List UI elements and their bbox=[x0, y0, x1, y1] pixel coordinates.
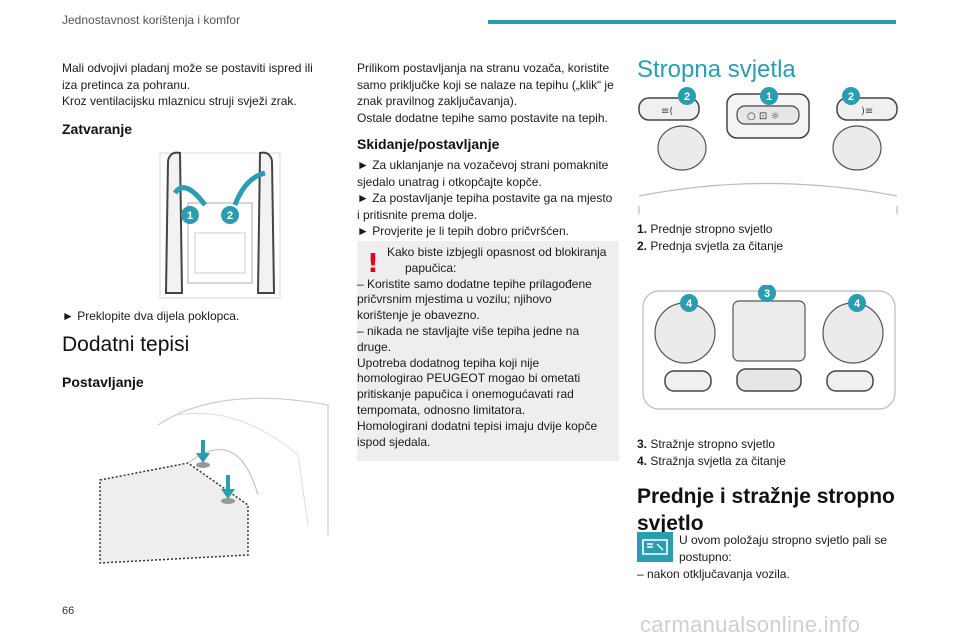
floor-mat-figure bbox=[98, 385, 334, 565]
col2-intro: Prilikom postavljanja na stranu vozača, … bbox=[357, 60, 627, 126]
callout-badge: 3 bbox=[758, 285, 776, 302]
legend-text: Stražnje stropno svjetlo bbox=[650, 437, 776, 451]
warning-line: – nikada ne stavljajte više tepiha jedne… bbox=[357, 323, 580, 338]
intro-line: Prilikom postavljanja na stranu vozača, … bbox=[357, 61, 610, 75]
heading-stropna-svjetla: Stropna svjetla bbox=[637, 56, 796, 83]
front-legend: 1. Prednje stropno svjetlo 2. Prednja sv… bbox=[637, 221, 899, 254]
col2-steps: ► Za uklanjanje na vozačevoj strani poma… bbox=[357, 157, 627, 240]
legend-text: Prednja svjetla za čitanje bbox=[650, 238, 784, 253]
front-ceiling-light-figure: ≡( )≡ ○ ⊡ ☼ 2 1 2 bbox=[637, 86, 899, 216]
callout-badge: 2 bbox=[842, 87, 860, 105]
warning-line: papučica: bbox=[405, 260, 457, 275]
svg-text:2: 2 bbox=[684, 91, 690, 103]
svg-text:1: 1 bbox=[187, 210, 193, 222]
rear-legend: 3. Stražnje stropno svjetlo 4. Stražnja … bbox=[637, 436, 899, 469]
heading-zatvaranje: Zatvaranje bbox=[62, 121, 133, 137]
heading-postavljanje: Postavljanje bbox=[62, 374, 144, 390]
bullet-line: – nakon otključavanja vozila. bbox=[637, 567, 790, 581]
icon-text-line: postupno: bbox=[679, 549, 732, 564]
step-line: i pritisnite prema dolje. bbox=[357, 207, 478, 222]
step-line: sjedalo unatrag i otkopčajte kopče. bbox=[357, 174, 542, 189]
legend-number: 3. bbox=[637, 437, 648, 451]
svg-text:2: 2 bbox=[227, 210, 233, 222]
warning-line: – Koristite samo dodatne tepihe prilagođ… bbox=[357, 276, 592, 291]
warning-line: ispod sjedala. bbox=[357, 434, 431, 449]
warning-line: Homologirani dodatni tepisi imaju dvije … bbox=[357, 418, 598, 433]
warning-line: homologirao PEUGEOT mogao bi ometati bbox=[357, 371, 581, 386]
intro-line: Kroz ventilacijsku mlaznicu struji svjež… bbox=[62, 94, 297, 108]
zatvaranje-step: ► Preklopite dva dijela poklopca. bbox=[62, 309, 240, 323]
heading-line: Prednje i stražnje stropno bbox=[637, 485, 895, 508]
callout-badge: 4 bbox=[680, 294, 698, 312]
callout-badge: 4 bbox=[848, 294, 866, 312]
svg-text:≡(: ≡( bbox=[661, 106, 673, 117]
intro-line: Mali odvojivi pladanj može se postaviti … bbox=[62, 61, 313, 75]
intro-line: samo priključke koji se nalaze na tepihu… bbox=[357, 77, 614, 92]
heading-prednje-straznje: Prednje i stražnje stropno svjetlo bbox=[637, 483, 899, 537]
step-line: ► Za uklanjanje na vozačevoj strani poma… bbox=[357, 158, 609, 172]
heading-line: svjetlo bbox=[637, 512, 704, 535]
legend-number: 1. bbox=[637, 222, 648, 236]
warning-callout: ! Kako biste izbjegli opasnost od blokir… bbox=[357, 241, 619, 461]
step-line: ► Provjerite je li tepih dobro pričvršće… bbox=[357, 224, 569, 238]
legend-text: Stražnja svjetla za čitanje bbox=[650, 453, 786, 468]
console-lid-figure: 1 2 bbox=[150, 143, 290, 303]
callout-badge: 2 bbox=[221, 206, 239, 224]
step-line: ► Za postavljanje tepiha postavite ga na… bbox=[357, 191, 613, 205]
svg-text:○ ⊡ ☼: ○ ⊡ ☼ bbox=[747, 111, 779, 122]
warning-line: druge. bbox=[357, 339, 392, 354]
warning-line: pričvrsnim mjestima u vozilu; njihovo bbox=[357, 292, 552, 307]
legend-number: 2. bbox=[637, 238, 648, 253]
heading-skidanje: Skidanje/postavljanje bbox=[357, 136, 500, 152]
warning-text: Kako biste izbjegli opasnost od blokiran… bbox=[357, 245, 611, 450]
callout-badge: 2 bbox=[678, 87, 696, 105]
svg-text:4: 4 bbox=[854, 298, 861, 310]
intro-line: znak pravilnog zaključavanja). bbox=[357, 94, 518, 108]
header-accent-bar bbox=[488, 20, 896, 24]
heading-dodatni-tepisi: Dodatni tepisi bbox=[62, 333, 190, 356]
icon-description: U ovom položaju stropno svjetlo pali se … bbox=[679, 532, 901, 565]
svg-text:1: 1 bbox=[766, 91, 772, 103]
callout-badge: 1 bbox=[181, 206, 199, 224]
warning-line: pritiskanje papučica i onemogućavati rad bbox=[357, 387, 574, 402]
icon-text-line: U ovom položaju stropno svjetlo pali se bbox=[679, 533, 888, 547]
warning-line: Kako biste izbjegli opasnost od blokiran… bbox=[387, 245, 607, 259]
svg-text:2: 2 bbox=[848, 91, 854, 103]
page-number: 66 bbox=[62, 605, 75, 617]
watermark: carmanualsonline.info bbox=[640, 612, 861, 637]
rear-ceiling-light-figure: 4 3 4 bbox=[637, 285, 899, 415]
legend-number: 4. bbox=[637, 453, 648, 468]
warning-icon: ! bbox=[367, 249, 379, 279]
callout-badge: 1 bbox=[760, 87, 778, 105]
svg-text:3: 3 bbox=[764, 288, 770, 300]
warning-line: tempomata, odnosno limitatora. bbox=[357, 402, 526, 417]
legend-text: Prednje stropno svjetlo bbox=[650, 222, 773, 236]
svg-text:4: 4 bbox=[686, 298, 693, 310]
door-light-icon bbox=[637, 532, 673, 562]
col1-intro: Mali odvojivi pladanj može se postaviti … bbox=[62, 60, 334, 110]
warning-line: korištenje je obavezno. bbox=[357, 308, 480, 323]
intro-line: Ostale dodatne tepihe samo postavite na … bbox=[357, 110, 608, 125]
intro-line: iza pretinca za pohranu. bbox=[62, 77, 191, 92]
warning-line: Upotreba dodatnog tepiha koji nije bbox=[357, 355, 540, 370]
svg-text:)≡: )≡ bbox=[861, 106, 873, 117]
running-header: Jednostavnost korištenja i komfor bbox=[62, 13, 241, 27]
